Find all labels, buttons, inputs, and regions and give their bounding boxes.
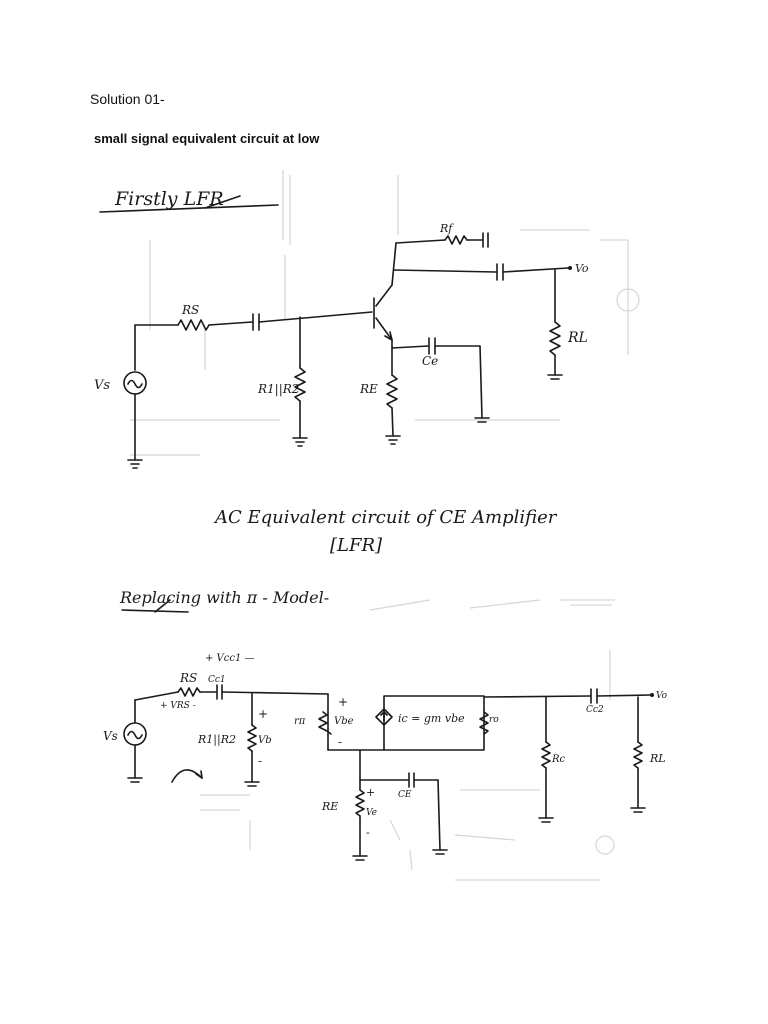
resistor-re — [386, 374, 398, 409]
pi-model-diagram — [121, 599, 654, 861]
diagram1-caption-line2: [LFR] — [330, 535, 383, 556]
resistor-r1-r2 — [247, 724, 257, 752]
label-ce: Ce — [422, 354, 438, 368]
dependent-source-icon — [375, 708, 393, 726]
resistor-r1-r2 — [294, 367, 306, 402]
label-vs: Vs — [103, 729, 118, 743]
label-ve-minus: - — [366, 826, 370, 839]
label-cc2: Cc2 — [586, 705, 604, 715]
label-vcc1: + Vcc1 — — [205, 653, 255, 664]
diagram1-title-note: Firstly LFR — [114, 188, 224, 210]
resistor-rc — [541, 741, 551, 769]
dependent-source-box — [383, 695, 485, 751]
resistor-re — [355, 789, 365, 817]
resistor-rpi — [318, 711, 332, 735]
label-rc: Rc — [551, 754, 566, 765]
output-node — [650, 693, 654, 697]
label-rs: RS — [179, 671, 197, 685]
diagram2-title-note: Replacing with π - Model- — [119, 588, 329, 607]
label-re: RE — [359, 382, 378, 396]
bleed-through-marks — [130, 170, 640, 881]
title-underline — [99, 204, 279, 213]
label-vo: Vo — [656, 691, 668, 701]
label-ve: Ve — [366, 808, 377, 818]
label-vrs: + VRS - — [160, 701, 196, 711]
section-title: small signal equivalent circuit at low — [94, 131, 320, 146]
solution-heading: Solution 01- — [90, 91, 165, 107]
resistor-rs — [177, 687, 201, 697]
label-vb: Vb — [258, 735, 272, 746]
resistor-rs — [177, 319, 210, 331]
label-ve-plus: + — [366, 786, 375, 799]
handwritten-labels: Firstly LFR RS Rf Vo RL Ce Vs R1||R2 RE … — [94, 188, 668, 839]
label-rpi: rπ — [294, 716, 306, 727]
label-rl: RL — [649, 752, 666, 765]
resistor-rf — [444, 235, 468, 245]
label-re: RE — [321, 800, 338, 813]
resistor-rl — [549, 321, 561, 356]
label-dependent-source: ic = gm vbe — [398, 712, 465, 725]
label-vbe: Vbe — [334, 716, 354, 727]
label-vbe-plus: + — [338, 695, 348, 709]
sine-icon — [127, 379, 143, 389]
output-node — [568, 266, 572, 270]
resistor-rl — [633, 741, 643, 769]
label-cc1: Cc1 — [208, 675, 226, 685]
label-ce: CE — [398, 790, 412, 800]
label-vb-plus: + — [258, 707, 268, 721]
label-vo: Vo — [575, 262, 589, 275]
diagram1-caption-line1: AC Equivalent circuit of CE Amplifier — [213, 507, 558, 528]
title-flourish — [204, 195, 241, 209]
label-rl: RL — [567, 330, 588, 346]
label-r1-r2: R1||R2 — [257, 382, 299, 396]
label-r1-r2: R1||R2 — [197, 733, 236, 747]
label-vs: Vs — [94, 378, 110, 393]
label-vb-minus: - — [258, 754, 262, 768]
lfr-circuit-diagram — [99, 195, 572, 469]
label-rs: RS — [181, 303, 199, 317]
label-vbe-minus: - — [338, 735, 342, 749]
label-ro: ro — [489, 715, 499, 725]
label-rf: Rf — [439, 222, 454, 235]
